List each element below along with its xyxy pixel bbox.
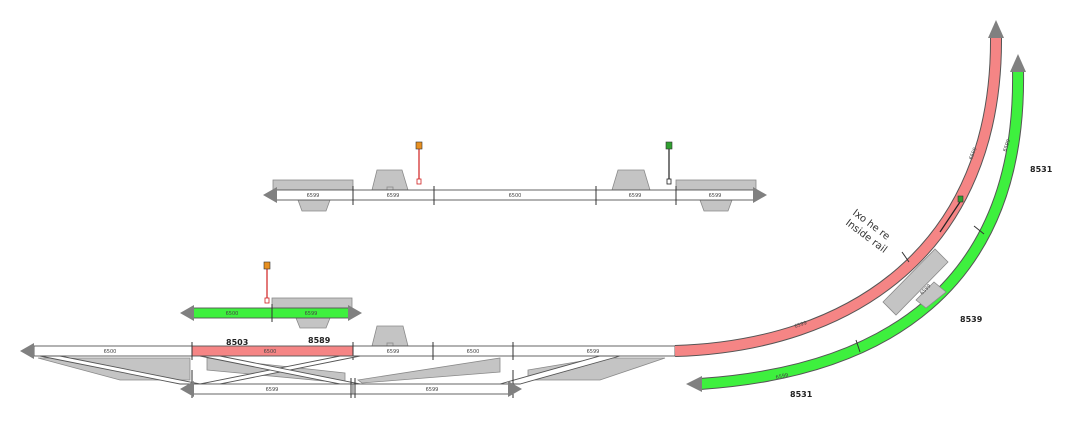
arrow-right-icon [348,305,362,321]
section-label: 6599 [709,193,722,199]
arrow-right-icon [508,381,522,397]
block-label: 8531 [790,390,813,399]
section-label: 6599 [387,193,400,199]
section-label: 6599 [794,320,808,330]
platform [272,179,354,191]
section-label: 6500 [264,349,277,355]
platform [357,357,501,384]
section-label: 6599 [426,387,439,393]
block-label: 8503 [226,338,248,347]
section-label: 6599 [587,349,600,355]
signal-icon[interactable] [263,261,271,270]
arrow-left-icon [180,305,194,321]
section-label: 6500 [509,193,522,199]
section-label: 6599 [305,311,318,317]
signal-base [416,178,422,185]
section-label: 6500 [104,349,117,355]
section-divider [855,339,861,353]
curve-group: 6599 6599 6599 6599 6599 Ixo he re Insid… [674,20,1053,399]
signal-icon[interactable] [415,141,423,150]
signal-post [939,201,961,233]
arrow-up-icon [1010,54,1026,72]
section-divider [901,251,910,263]
arrow-left-icon [180,381,194,397]
occupied-curve[interactable] [674,35,1002,356]
section-label: 6500 [467,349,480,355]
section-divider [973,225,985,235]
platform [271,297,353,309]
platform [699,199,733,212]
section-label: 6599 [387,349,400,355]
lower-track-group: 6500 6500 6599 6500 6599 6599 6599 8503 … [20,325,676,398]
block-label: 8539 [960,315,983,324]
block-label: 8531 [1030,165,1053,174]
section-label: 6599 [968,147,978,161]
arrow-up-icon [988,20,1004,38]
arrow-left-icon [20,343,34,359]
section-label: 6599 [1002,139,1012,153]
signal-base [264,297,270,304]
siding-group: 6500 6599 [180,261,362,329]
platform [882,248,949,316]
platform [915,281,947,309]
arrow-right-icon [753,187,767,203]
section-label: 6500 [226,311,239,317]
section-label: 6599 [775,372,789,381]
section-label: 6599 [266,387,279,393]
upper-track-group: 6599 6599 6500 6599 6599 [263,141,767,212]
signal-icon[interactable] [957,195,964,203]
signal-icon[interactable] [665,141,673,150]
section-label: 6599 [629,193,642,199]
platform [295,317,331,329]
arrow-left-icon [263,187,277,203]
platform [611,169,651,191]
platform-marker [386,342,394,347]
block-label: 8589 [308,336,331,345]
platform [297,199,331,212]
platform [675,179,757,191]
section-label: 6599 [307,193,320,199]
arrow-left-icon [686,376,702,392]
signal-base [666,178,672,185]
